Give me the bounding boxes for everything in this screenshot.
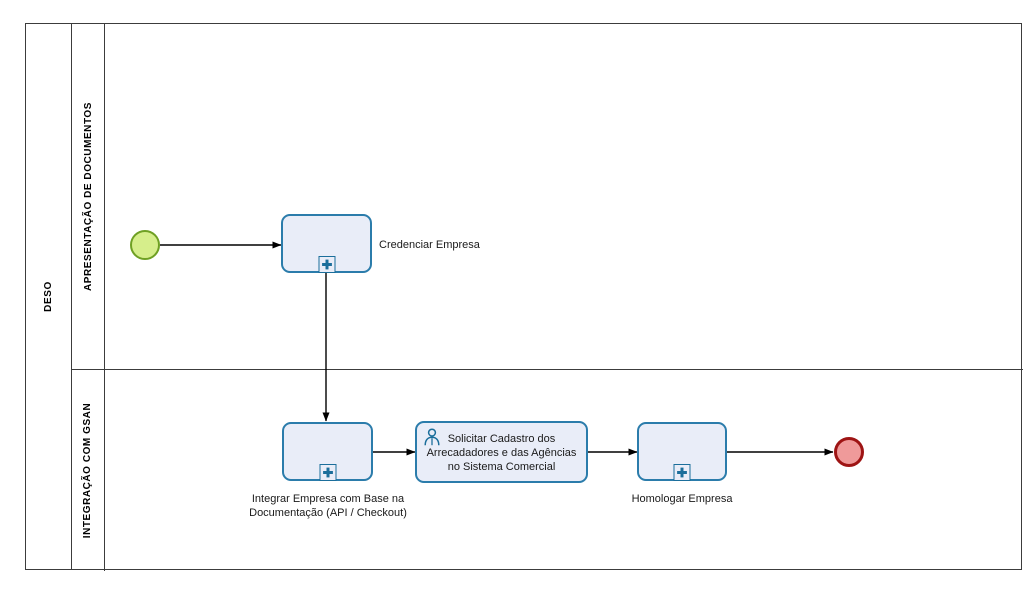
task-solicitar-cadastro[interactable]: Solicitar Cadastro dos Arrecadadores e d… <box>415 421 588 483</box>
task-homologar-empresa-label: Homologar Empresa <box>631 493 733 505</box>
task-homologar-empresa[interactable] <box>637 422 727 481</box>
user-task-icon <box>422 427 442 447</box>
lane-divider <box>72 369 1023 370</box>
pool-title: DESO <box>43 281 54 312</box>
end-event[interactable] <box>834 437 864 467</box>
sub-process-plus-icon[interactable] <box>673 464 691 481</box>
task-credenciar-empresa[interactable] <box>281 214 372 273</box>
lane-label-column-apresentacao: APRESENTAÇÃO DE DOCUMENTOS <box>72 24 105 369</box>
start-event[interactable] <box>130 230 160 260</box>
pool-deso: DESO APRESENTAÇÃO DE DOCUMENTOS INTEGRAÇ… <box>25 23 1023 571</box>
sub-process-plus-icon[interactable] <box>318 256 335 273</box>
lane-body-apresentacao <box>105 24 1023 369</box>
pool-label-column: DESO <box>26 24 72 569</box>
lane-title-integracao: INTEGRAÇÃO COM GSAN <box>82 402 94 538</box>
lane-title-apresentacao: APRESENTAÇÃO DE DOCUMENTOS <box>82 102 94 291</box>
lane-label-column-integracao: INTEGRAÇÃO COM GSAN <box>72 369 105 571</box>
task-credenciar-empresa-label: Credenciar Empresa <box>379 239 480 251</box>
task-solicitar-cadastro-label: Solicitar Cadastro dos Arrecadadores e d… <box>426 433 577 474</box>
sub-process-plus-icon[interactable] <box>319 464 336 481</box>
task-integrar-empresa-label: Integrar Empresa com Base na Documentaçã… <box>249 493 407 519</box>
task-integrar-empresa[interactable] <box>282 422 373 481</box>
